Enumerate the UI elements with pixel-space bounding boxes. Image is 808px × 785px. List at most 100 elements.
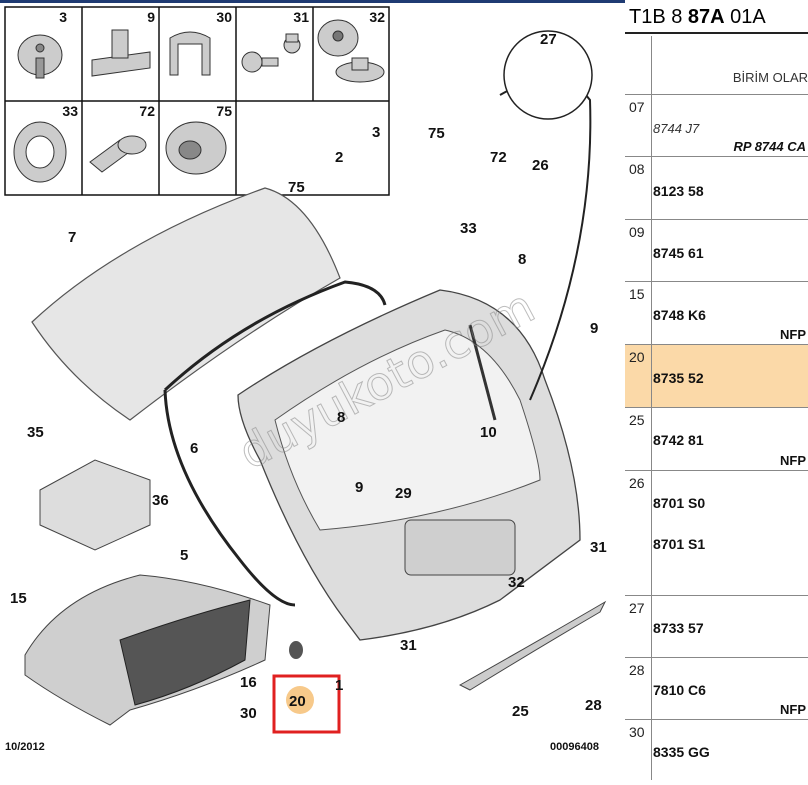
clip-kit-35 [39,459,151,551]
footer-date: 10/2012 [5,741,45,753]
part-row-20-selected[interactable]: 20 8735 52 [625,345,808,408]
reference-part1: T1B 8 [629,6,688,28]
part-row-28[interactable]: 28 7810 C6 NFP [625,658,808,720]
callout-31b[interactable]: 31 [400,637,417,654]
reference-code: T1B 8 87A 01A [625,0,808,34]
row-ref: 07 [629,99,645,115]
callout-20[interactable]: 20 [289,693,306,710]
selected-highlight [286,686,314,714]
clip-30-glyph [169,31,211,76]
plate-recess [404,519,516,576]
top-bar [0,0,625,3]
callout-6[interactable]: 6 [190,440,198,457]
part-number: 8335 GG [653,744,710,760]
callout-32[interactable]: 32 [508,574,525,591]
callout-9b[interactable]: 9 [355,479,363,496]
part-row-09[interactable]: 09 8745 61 [625,220,808,282]
rear-glass-7 [31,187,341,421]
callout-8b[interactable]: 8 [337,409,345,426]
row-ref: 28 [629,662,645,678]
callout-31a[interactable]: 31 [590,539,607,556]
callout-16[interactable]: 16 [240,674,257,691]
part-number: 8123 58 [653,183,704,199]
part-row-25[interactable]: 25 8742 81 NFP [625,408,808,471]
callout-29[interactable]: 29 [395,485,412,502]
column-header: BİRİM OLAR [625,36,808,95]
callout-35[interactable]: 35 [27,424,44,441]
exploded-diagram: 3 9 30 31 32 33 72 75 duyukoto.com 27 3 [0,0,625,753]
callout-28[interactable]: 28 [585,697,602,714]
clip-3-glyph [17,34,63,79]
callout-3[interactable]: 3 [372,124,380,141]
part-number: 8742 81 [653,432,704,448]
reference-part2: 87A [687,6,725,28]
callout-2[interactable]: 2 [335,149,343,166]
part-replacement: RP 8744 CA [733,139,807,154]
part-row-08[interactable]: 08 8123 58 [625,157,808,220]
detail-circle-27 [503,30,593,120]
clip-32-glyph [317,19,385,83]
callout-15[interactable]: 15 [10,590,27,607]
callout-25[interactable]: 25 [512,703,529,720]
callout-75a[interactable]: 75 [428,125,445,142]
part-number: 8735 52 [653,370,704,386]
part-number: 8701 S0 [653,495,706,511]
row-ref: 20 [629,349,645,365]
row-ref: 27 [629,600,645,616]
footer-code: 00096408 [550,741,599,753]
callout-8a[interactable]: 8 [518,251,526,268]
part-number: 8744 J7 [653,121,700,136]
part-row-30[interactable]: 30 8335 GG [625,720,808,780]
reference-part3: 01A [724,6,766,28]
legend-label-33: 33 [62,103,78,119]
clip-9-glyph [91,29,151,77]
legend-label-31: 31 [293,9,309,25]
nfp-note: NFP [780,702,806,717]
callout-7[interactable]: 7 [68,229,76,246]
callout-36[interactable]: 36 [152,492,169,509]
row-ref: 25 [629,412,645,428]
callout-labels: 27 3 75 2 72 26 7 75 33 8 9 35 6 8 36 10… [10,31,607,722]
legend-label-72: 72 [139,103,155,119]
callout-9a[interactable]: 9 [590,320,598,337]
legend-label-9: 9 [147,9,155,25]
part-row-07[interactable]: 07 8744 J7 RP 8744 CA [625,95,808,157]
clip-31-glyph [241,33,301,73]
strut-10 [468,324,497,421]
callout-1[interactable]: 1 [335,677,343,694]
column-header-label: BİRİM OLAR [732,70,808,85]
legend-label-32: 32 [369,9,385,25]
grab-handle-25 [458,600,607,691]
legend-label-30: 30 [216,9,232,25]
callout-75b[interactable]: 75 [288,179,305,196]
row-ref: 26 [629,475,645,491]
stop-20 [289,641,303,659]
seal-5 [163,280,387,607]
row-ref: 30 [629,724,645,740]
legend-label-3: 3 [59,9,67,25]
tailgate-window-opening [274,329,541,531]
part-number: 8748 K6 [653,307,706,323]
callout-26[interactable]: 26 [532,157,549,174]
legend-grid [4,6,390,196]
nfp-note: NFP [780,327,806,342]
part-number: 7810 C6 [653,682,706,698]
callout-33[interactable]: 33 [460,220,477,237]
parts-list-panel: T1B 8 87A 01A BİRİM OLAR 07 8744 J7 RP 8… [625,0,808,780]
callout-10[interactable]: 10 [480,424,497,441]
callout-5[interactable]: 5 [180,547,188,564]
part-number: 8733 57 [653,620,704,636]
callout-30[interactable]: 30 [240,705,257,722]
part-row-26[interactable]: 26 8701 S0 8701 S1 [625,471,808,596]
nfp-note: NFP [780,453,806,468]
callout-27[interactable]: 27 [540,31,557,48]
pin-72-glyph [89,135,147,173]
diagram-canvas: 3 9 30 31 32 33 72 75 duyukoto.com 27 3 [0,0,625,753]
part-row-27[interactable]: 27 8733 57 [625,596,808,658]
grommet-33-glyph [13,121,67,183]
part-number-alt: 8701 S1 [653,536,706,552]
part-row-15[interactable]: 15 8748 K6 NFP [625,282,808,345]
row-ref: 08 [629,161,645,177]
row-ref: 09 [629,224,645,240]
callout-72[interactable]: 72 [490,149,507,166]
